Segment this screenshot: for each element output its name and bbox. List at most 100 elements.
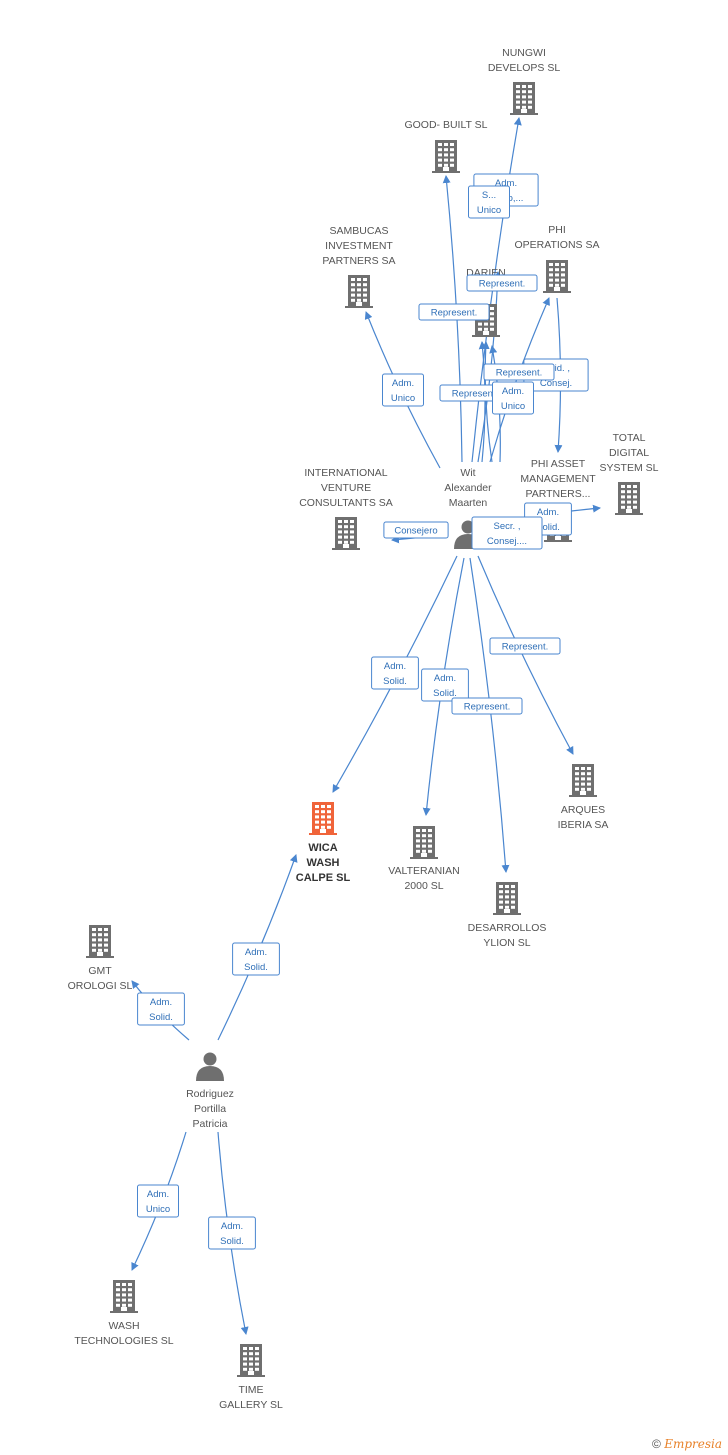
building-icon bbox=[309, 802, 337, 835]
edge-label[interactable]: Represent. bbox=[489, 637, 561, 655]
node-intventure[interactable]: INTERNATIONAL VENTURE CONSULTANTS SA bbox=[299, 467, 393, 550]
person-icon bbox=[196, 1052, 224, 1081]
edge-label-text: Adm. bbox=[384, 661, 406, 672]
node-label: DESARROLLOS bbox=[468, 922, 547, 934]
node-label: NUNGWI bbox=[502, 47, 546, 59]
edge-label-text: ...sid. , bbox=[542, 363, 570, 374]
node-label: GOOD- BUILT SL bbox=[404, 119, 487, 131]
edge-label-text: Adm. bbox=[502, 386, 524, 397]
edge-label-text: Solid. bbox=[149, 1012, 173, 1023]
edge-label[interactable]: Represent. bbox=[466, 274, 538, 292]
edge-label[interactable]: Adm.Unico bbox=[492, 381, 534, 415]
node-label: IBERIA SA bbox=[558, 819, 609, 831]
edge-label-text: Adm. bbox=[537, 507, 559, 518]
node-label: TOTAL bbox=[613, 432, 646, 444]
node-desarrollos[interactable]: DESARROLLOS YLION SL bbox=[468, 882, 547, 949]
edge-label[interactable]: Adm. Solid. bbox=[232, 942, 280, 976]
edge-label[interactable]: Adm.Solid. bbox=[208, 1216, 256, 1250]
edge-label-text: Solid. bbox=[244, 962, 268, 973]
node-label: Portilla bbox=[194, 1103, 226, 1115]
node-label: PHI ASSET bbox=[531, 458, 586, 470]
node-label: GALLERY SL bbox=[219, 1399, 283, 1411]
node-label: MANAGEMENT bbox=[520, 473, 596, 485]
edge-label[interactable]: Represent. bbox=[418, 303, 490, 321]
node-label: GMT bbox=[88, 965, 112, 977]
node-label: Patricia bbox=[192, 1118, 227, 1130]
building-icon bbox=[332, 517, 360, 550]
edge-label[interactable]: S... Unico bbox=[468, 185, 510, 219]
edge-label[interactable]: Adm.Solid. bbox=[137, 992, 185, 1026]
node-label: PHI bbox=[548, 224, 566, 236]
node-label: VENTURE bbox=[321, 482, 371, 494]
edge-label-text: Adm. bbox=[434, 673, 456, 684]
edge-label[interactable]: Adm.Unico bbox=[137, 1184, 179, 1218]
edge-label-text: Represent. bbox=[496, 368, 542, 379]
node-label: TECHNOLOGIES SL bbox=[74, 1335, 173, 1347]
node-label: VALTERANIAN bbox=[388, 865, 459, 877]
building-icon bbox=[510, 82, 538, 115]
edge-label[interactable]: Represent. bbox=[483, 363, 555, 381]
node-label: CONSULTANTS SA bbox=[299, 497, 393, 509]
edge-label[interactable]: Adm. Unico bbox=[382, 373, 424, 407]
edge-wit-darien bbox=[481, 341, 493, 463]
node-label: WICA bbox=[308, 842, 337, 854]
edge-label-text: Unico bbox=[146, 1204, 170, 1215]
node-label: INTERNATIONAL bbox=[304, 467, 387, 479]
node-label: Wit bbox=[460, 467, 475, 479]
node-phiops[interactable]: PHI OPERATIONS SA bbox=[515, 224, 600, 293]
node-label: 2000 SL bbox=[404, 880, 443, 892]
edge-label-text: Represent. bbox=[464, 702, 510, 713]
node-label: OROLOGI SL bbox=[68, 980, 133, 992]
building-icon bbox=[432, 140, 460, 173]
edge-label-text: Consejero bbox=[394, 526, 437, 537]
edge-label-text: Adm. bbox=[245, 947, 267, 958]
node-label: Maarten bbox=[449, 497, 488, 509]
node-label: Rodriguez bbox=[186, 1088, 234, 1100]
edge-label[interactable]: Secr. ,Consej.... bbox=[471, 516, 543, 550]
node-label: INVESTMENT bbox=[325, 240, 393, 252]
edge-label-text: S... bbox=[482, 190, 496, 201]
edge-label-text: Unico bbox=[477, 205, 501, 216]
building-icon bbox=[110, 1280, 138, 1313]
edge-wit-darien bbox=[478, 341, 487, 463]
node-label: PARTNERS... bbox=[526, 488, 591, 500]
edge-label-text: Solid. bbox=[536, 522, 560, 533]
building-icon bbox=[86, 925, 114, 958]
node-gmt[interactable]: GMT OROLOGI SL bbox=[68, 925, 133, 992]
edge-label-text: Secr. , bbox=[494, 521, 521, 532]
node-label: Alexander bbox=[444, 482, 492, 494]
node-label: WASH bbox=[307, 857, 340, 869]
node-label: SAMBUCAS bbox=[330, 225, 389, 237]
node-goodbuilt[interactable]: GOOD- BUILT SL bbox=[404, 119, 488, 173]
edge-label[interactable]: Consejero bbox=[383, 521, 449, 539]
edge-label-text: Unico bbox=[391, 393, 415, 404]
node-valteranian[interactable]: VALTERANIAN 2000 SL bbox=[388, 826, 460, 892]
node-label: OPERATIONS SA bbox=[515, 239, 600, 251]
edge-label-text: Adm. bbox=[392, 378, 414, 389]
node-label: SYSTEM SL bbox=[600, 462, 659, 474]
building-icon bbox=[543, 260, 571, 293]
edge-label[interactable]: Represent. bbox=[451, 697, 523, 715]
edge-label-text: Solid. bbox=[383, 676, 407, 687]
node-label: YLION SL bbox=[483, 937, 530, 949]
building-icon bbox=[493, 882, 521, 915]
edge-labels-layer: Adm.Unico,...S...UnicoAdm.UnicoRepresent… bbox=[137, 173, 589, 1250]
edge-label-text: Solid. bbox=[220, 1236, 244, 1247]
edge-label[interactable]: Adm.Solid. bbox=[421, 668, 469, 702]
edge-label[interactable]: Adm. Solid. bbox=[371, 656, 419, 690]
building-icon bbox=[410, 826, 438, 859]
brand-logo[interactable]: Empresia bbox=[664, 1437, 722, 1451]
edge-label-text: Represent. bbox=[479, 279, 525, 290]
edge-label-text: Represent. bbox=[431, 308, 477, 319]
edge-wit-arques bbox=[477, 555, 574, 755]
